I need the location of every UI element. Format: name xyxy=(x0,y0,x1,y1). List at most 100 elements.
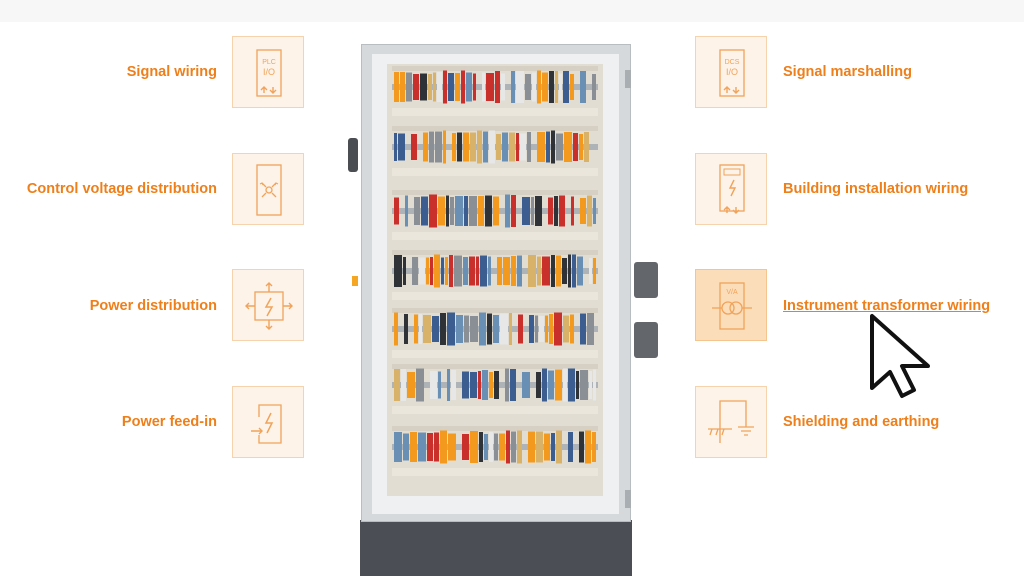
terminal-block xyxy=(542,256,550,286)
terminal-block xyxy=(466,72,472,102)
label-control-voltage-distribution[interactable]: Control voltage distribution xyxy=(26,181,217,197)
terminal-block xyxy=(528,431,535,463)
label-building-installation-wiring[interactable]: Building installation wiring xyxy=(783,181,969,197)
terminal-block xyxy=(587,195,592,227)
terminal-block xyxy=(470,132,476,162)
terminal-block xyxy=(542,72,548,102)
cable-duct xyxy=(392,308,598,313)
terminal-block xyxy=(487,313,492,345)
terminal-block xyxy=(593,198,596,224)
terminal-block xyxy=(423,132,428,162)
terminal-block xyxy=(495,71,500,103)
terminal-block xyxy=(489,130,495,164)
tile-building-installation-wiring[interactable] xyxy=(695,153,767,225)
cabinet-indicator xyxy=(352,276,358,286)
terminal-block xyxy=(499,433,505,461)
terminal-block xyxy=(511,195,516,227)
terminal-block xyxy=(419,314,422,344)
tile-control-voltage-distribution[interactable] xyxy=(232,153,304,225)
terminal-block xyxy=(503,257,510,285)
terminal-block xyxy=(448,433,456,461)
terminal-block xyxy=(568,254,571,288)
terminal-block xyxy=(463,257,468,285)
terminal-block xyxy=(400,72,405,102)
terminal-block xyxy=(536,372,541,398)
terminal-block xyxy=(516,71,524,103)
terminal-block xyxy=(494,371,499,399)
terminal-block xyxy=(489,432,493,462)
terminal-block xyxy=(449,255,453,287)
top-band xyxy=(0,0,1024,22)
label-signal-marshalling[interactable]: Signal marshalling xyxy=(783,64,912,80)
wiring-duct xyxy=(392,468,598,476)
label-power-feed-in[interactable]: Power feed-in xyxy=(121,414,217,430)
terminal-block xyxy=(517,255,522,287)
terminal-block xyxy=(411,134,417,160)
terminal-block xyxy=(537,256,541,286)
terminal-block xyxy=(428,74,432,100)
terminal-block xyxy=(592,74,596,100)
terminal-block xyxy=(414,314,418,344)
label-shielding-and-earthing[interactable]: Shielding and earthing xyxy=(783,414,940,430)
terminal-block xyxy=(486,73,494,101)
terminal-block xyxy=(589,258,592,284)
terminal-block xyxy=(556,255,561,287)
terminal-block xyxy=(412,257,418,285)
wiring-duct xyxy=(392,292,598,300)
tile-signal-wiring[interactable]: PLC I/O xyxy=(232,36,304,108)
mouse-cursor-icon xyxy=(870,314,930,398)
svg-text:I/O: I/O xyxy=(726,67,738,77)
terminal-block xyxy=(511,256,516,286)
terminal-block xyxy=(479,312,486,346)
wiring-duct xyxy=(392,232,598,240)
terminal-block xyxy=(551,433,555,461)
tile-instrument-transformer-wiring[interactable]: V/A xyxy=(695,269,767,341)
terminal-block xyxy=(473,73,476,101)
terminal-block xyxy=(577,256,583,286)
terminal-block xyxy=(464,315,469,343)
terminal-block xyxy=(563,315,569,343)
terminal-block xyxy=(556,133,563,161)
terminal-block xyxy=(438,196,445,226)
terminal-block xyxy=(522,372,530,398)
terminal-block xyxy=(434,432,439,462)
tile-signal-marshalling[interactable]: DCS I/O xyxy=(695,36,767,108)
label-instrument-transformer-wiring[interactable]: Instrument transformer wiring xyxy=(783,298,991,314)
terminal-block xyxy=(454,255,462,287)
label-power-distribution[interactable]: Power distribution xyxy=(89,298,217,314)
terminal-block xyxy=(469,196,477,226)
tile-power-distribution[interactable] xyxy=(232,269,304,341)
terminal-block xyxy=(549,314,553,344)
terminal-block xyxy=(401,369,406,401)
terminal-block xyxy=(573,133,578,161)
terminal-block xyxy=(580,370,588,400)
power-distribution-icon xyxy=(245,282,293,330)
terminal-block xyxy=(556,430,562,464)
terminal-block xyxy=(394,133,397,161)
terminal-block xyxy=(410,432,417,462)
terminal-block xyxy=(478,371,481,399)
terminal-block xyxy=(419,257,425,285)
terminal-block xyxy=(531,197,534,225)
terminal-block xyxy=(443,130,446,164)
terminal-block xyxy=(463,132,469,162)
terminal-block xyxy=(520,133,526,161)
terminal-block xyxy=(563,71,569,103)
terminal-block xyxy=(488,256,491,286)
terminal-block xyxy=(394,72,399,102)
cable-duct xyxy=(392,126,598,131)
tile-shielding-and-earthing[interactable] xyxy=(695,386,767,458)
terminal-block xyxy=(420,73,427,101)
label-signal-wiring[interactable]: Signal wiring xyxy=(126,64,217,80)
tile-power-feed-in[interactable] xyxy=(232,386,304,458)
terminal-block xyxy=(511,71,515,103)
terminal-block xyxy=(493,196,499,226)
terminal-block xyxy=(589,371,592,399)
terminal-block xyxy=(525,74,531,100)
transformer-icon: V/A xyxy=(712,282,752,330)
terminal-block xyxy=(548,370,554,400)
terminal-block xyxy=(403,433,409,461)
terminal-block xyxy=(440,430,447,464)
cable-duct xyxy=(392,364,598,369)
